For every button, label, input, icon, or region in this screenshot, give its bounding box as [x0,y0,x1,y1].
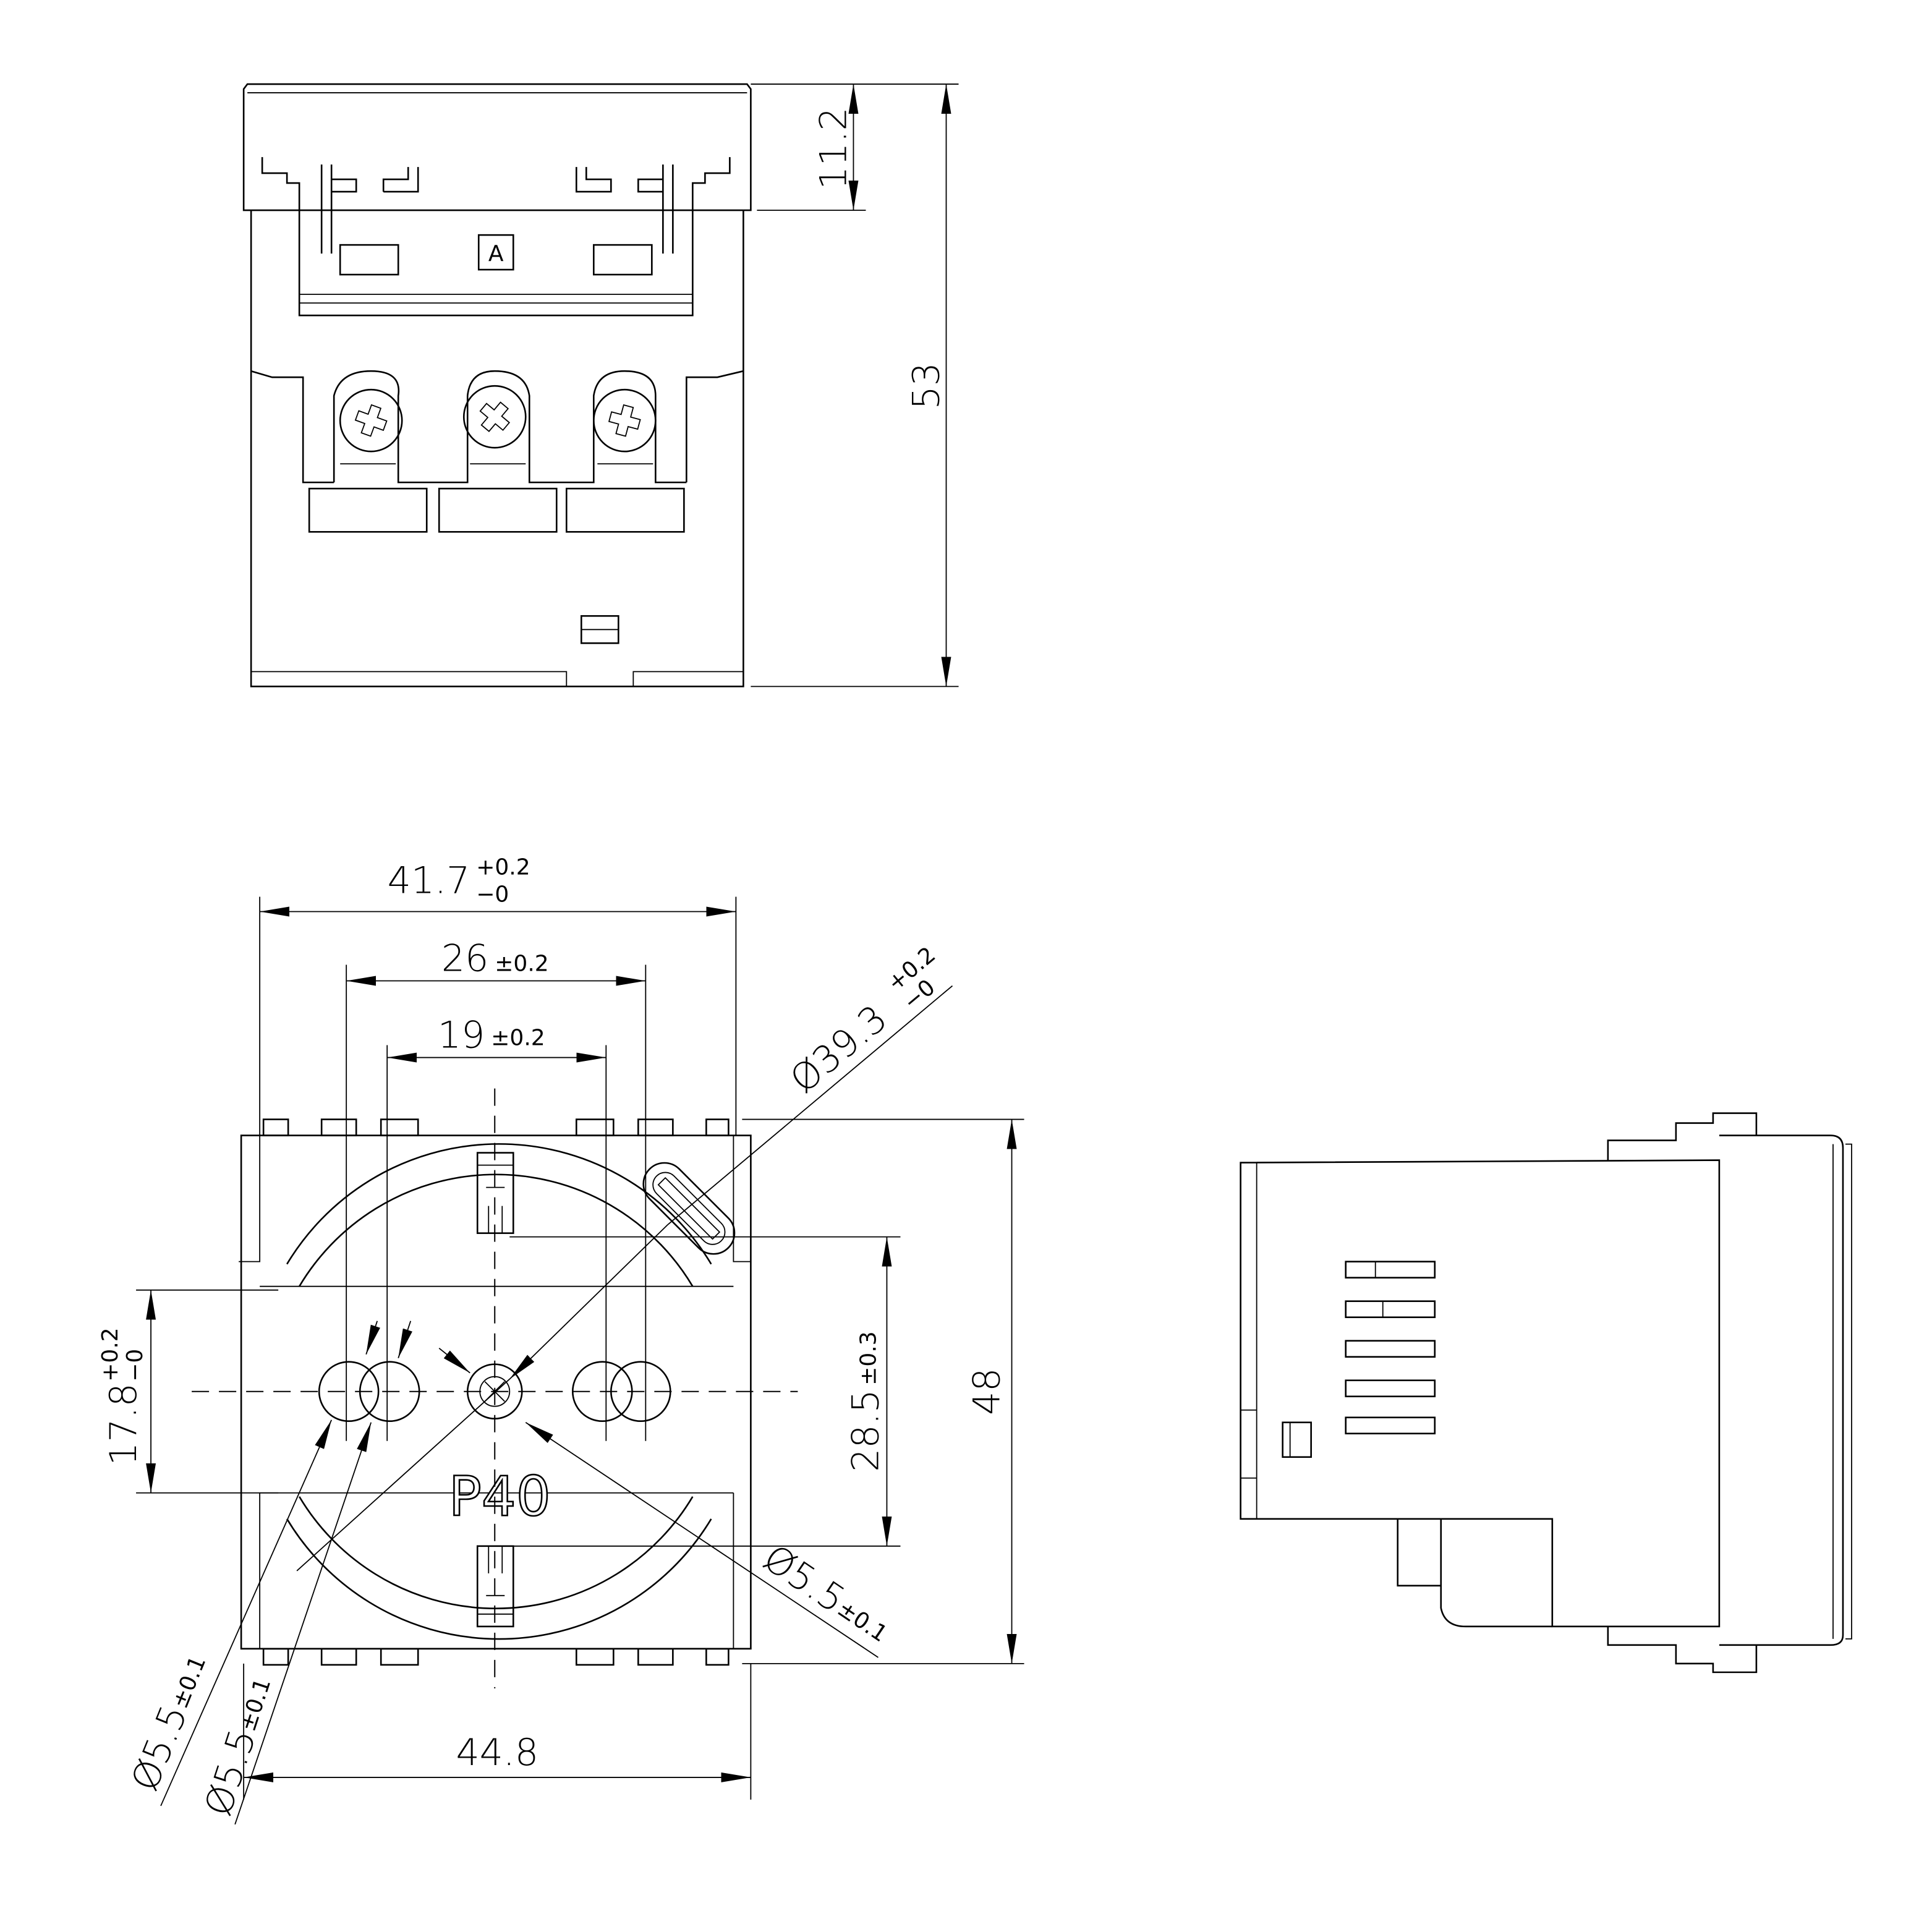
dim-clip-spacing: 28.5 [844,1389,887,1472]
module-label: A [488,241,504,266]
dim-outer-hole-spacing: 26 [441,937,488,981]
svg-text:±0.1: ±0.1 [235,1675,276,1735]
marking-p40: P40 [449,1465,551,1528]
dim-height-front: 48 [966,1368,1009,1415]
dim-width: 44.8 [456,1731,538,1774]
svg-text:±0.3: ±0.3 [856,1331,881,1385]
terminal-screw-icon [593,388,657,453]
svg-text:±0.2: ±0.2 [495,951,548,977]
slot-indicator [642,1162,736,1255]
dim-left-hole-a: Ø5.5 [123,1699,196,1797]
svg-text:±0.2: ±0.2 [491,1026,545,1051]
svg-text:+0.2: +0.2 [476,854,530,880]
front-view: P40 41.7 +0.2 −0 26 ±0.2 19 ±0.2 Ø39.3 +… [98,854,1024,1825]
top-view: A 11.2 53 [242,83,959,687]
svg-text:±0.1: ±0.1 [168,1653,211,1712]
svg-text:−0: −0 [122,1349,148,1382]
side-view [1240,1112,1852,1674]
dim-left-hole-b: Ø5.5 [197,1724,265,1821]
svg-text:+0.2: +0.2 [98,1327,123,1381]
terminal-screw-icon [339,388,403,453]
svg-text:±0.1: ±0.1 [833,1596,892,1648]
shutter-clip [476,1152,514,1234]
module-label-box [477,234,514,271]
dim-inner-hole-spacing: 19 [438,1014,485,1057]
dim-cap-height: 11.2 [812,107,855,190]
terminal-screw-icon [462,385,527,449]
dim-circle-diameter: Ø39.3 [782,997,896,1102]
dim-flange-height: 17.8 [102,1383,145,1466]
svg-text:−0: −0 [476,882,509,907]
dim-height-top: 53 [904,362,948,409]
dim-inner-width: 41.7 [388,859,470,902]
